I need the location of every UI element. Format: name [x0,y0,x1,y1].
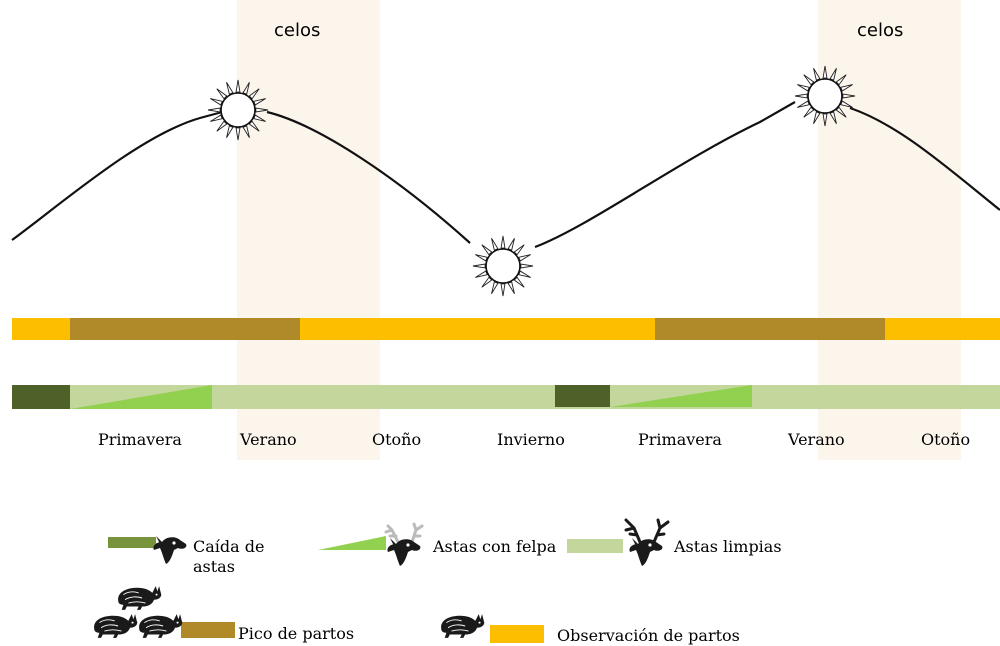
rut-label: celos [857,20,904,41]
season-label: Verano [240,430,297,449]
rut-band-2 [818,0,961,460]
sun-icon [472,235,534,297]
legend-antler-cast-label: Caída de astas [193,537,265,576]
legend-clean-label: Astas limpias [674,537,782,556]
season-label: Otoño [372,430,422,449]
antler-cast-segment [12,385,70,409]
sun-icon [207,79,269,141]
deer-head-antlers-icon [624,518,670,566]
season-label: Otoño [921,430,971,449]
season-label: Primavera [98,430,182,449]
clean-antlers-segment [12,385,475,409]
legend-clean-swatch [567,539,623,553]
legend-velvet-label: Astas con felpa [433,537,557,556]
legend-birth-peak-label: Pico de partos [238,624,355,643]
sun-path-curve [11,101,1000,249]
season-label: Invierno [497,430,565,449]
fawn-icon [93,613,138,639]
legend-birth-obs-label: Observación de partos [557,626,740,645]
deer-head-velvet-antlers-icon [384,522,424,566]
legend-antler-cast-swatch [108,537,156,548]
rut-label: celos [274,20,321,41]
legend-velvet-swatch [318,536,386,550]
season-label: Verano [788,430,845,449]
sun-icon [794,65,856,127]
births-peak-segment [70,318,300,340]
antler-cast-segment [555,385,610,407]
clean-antlers-segment-end [470,385,555,407]
deer-head-no-antlers-icon [153,536,187,564]
legend-birth-peak-swatch [181,622,235,638]
fawn-icon [138,613,183,639]
legend-birth-obs-swatch [490,625,544,643]
births-peak-segment [655,318,885,340]
fawn-icon [117,585,162,611]
velvet-antlers-wedge [70,385,212,409]
velvet-antlers-wedge [610,385,752,407]
fawn-icon [440,613,485,639]
rut-band-1 [237,0,380,460]
season-label: Primavera [638,430,722,449]
